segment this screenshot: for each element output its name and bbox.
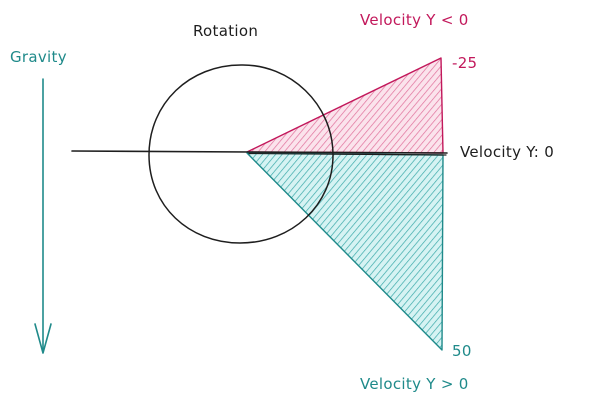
value-bottom-label: 50 [452,342,472,360]
positive-velocity-region [246,152,444,351]
velocity-positive-label: Velocity Y > 0 [360,375,469,393]
rotation-circle [148,64,334,244]
gravity-label: Gravity [10,48,67,66]
velocity-negative-label: Velocity Y < 0 [360,11,469,29]
velocity-zero-label: Velocity Y: 0 [460,143,554,161]
zero-velocity-line [71,150,448,154]
rotation-label: Rotation [193,22,258,40]
zero-velocity-line-overlay [248,152,447,156]
value-top-label: -25 [452,54,477,72]
gravity-arrowhead-icon [34,323,52,354]
